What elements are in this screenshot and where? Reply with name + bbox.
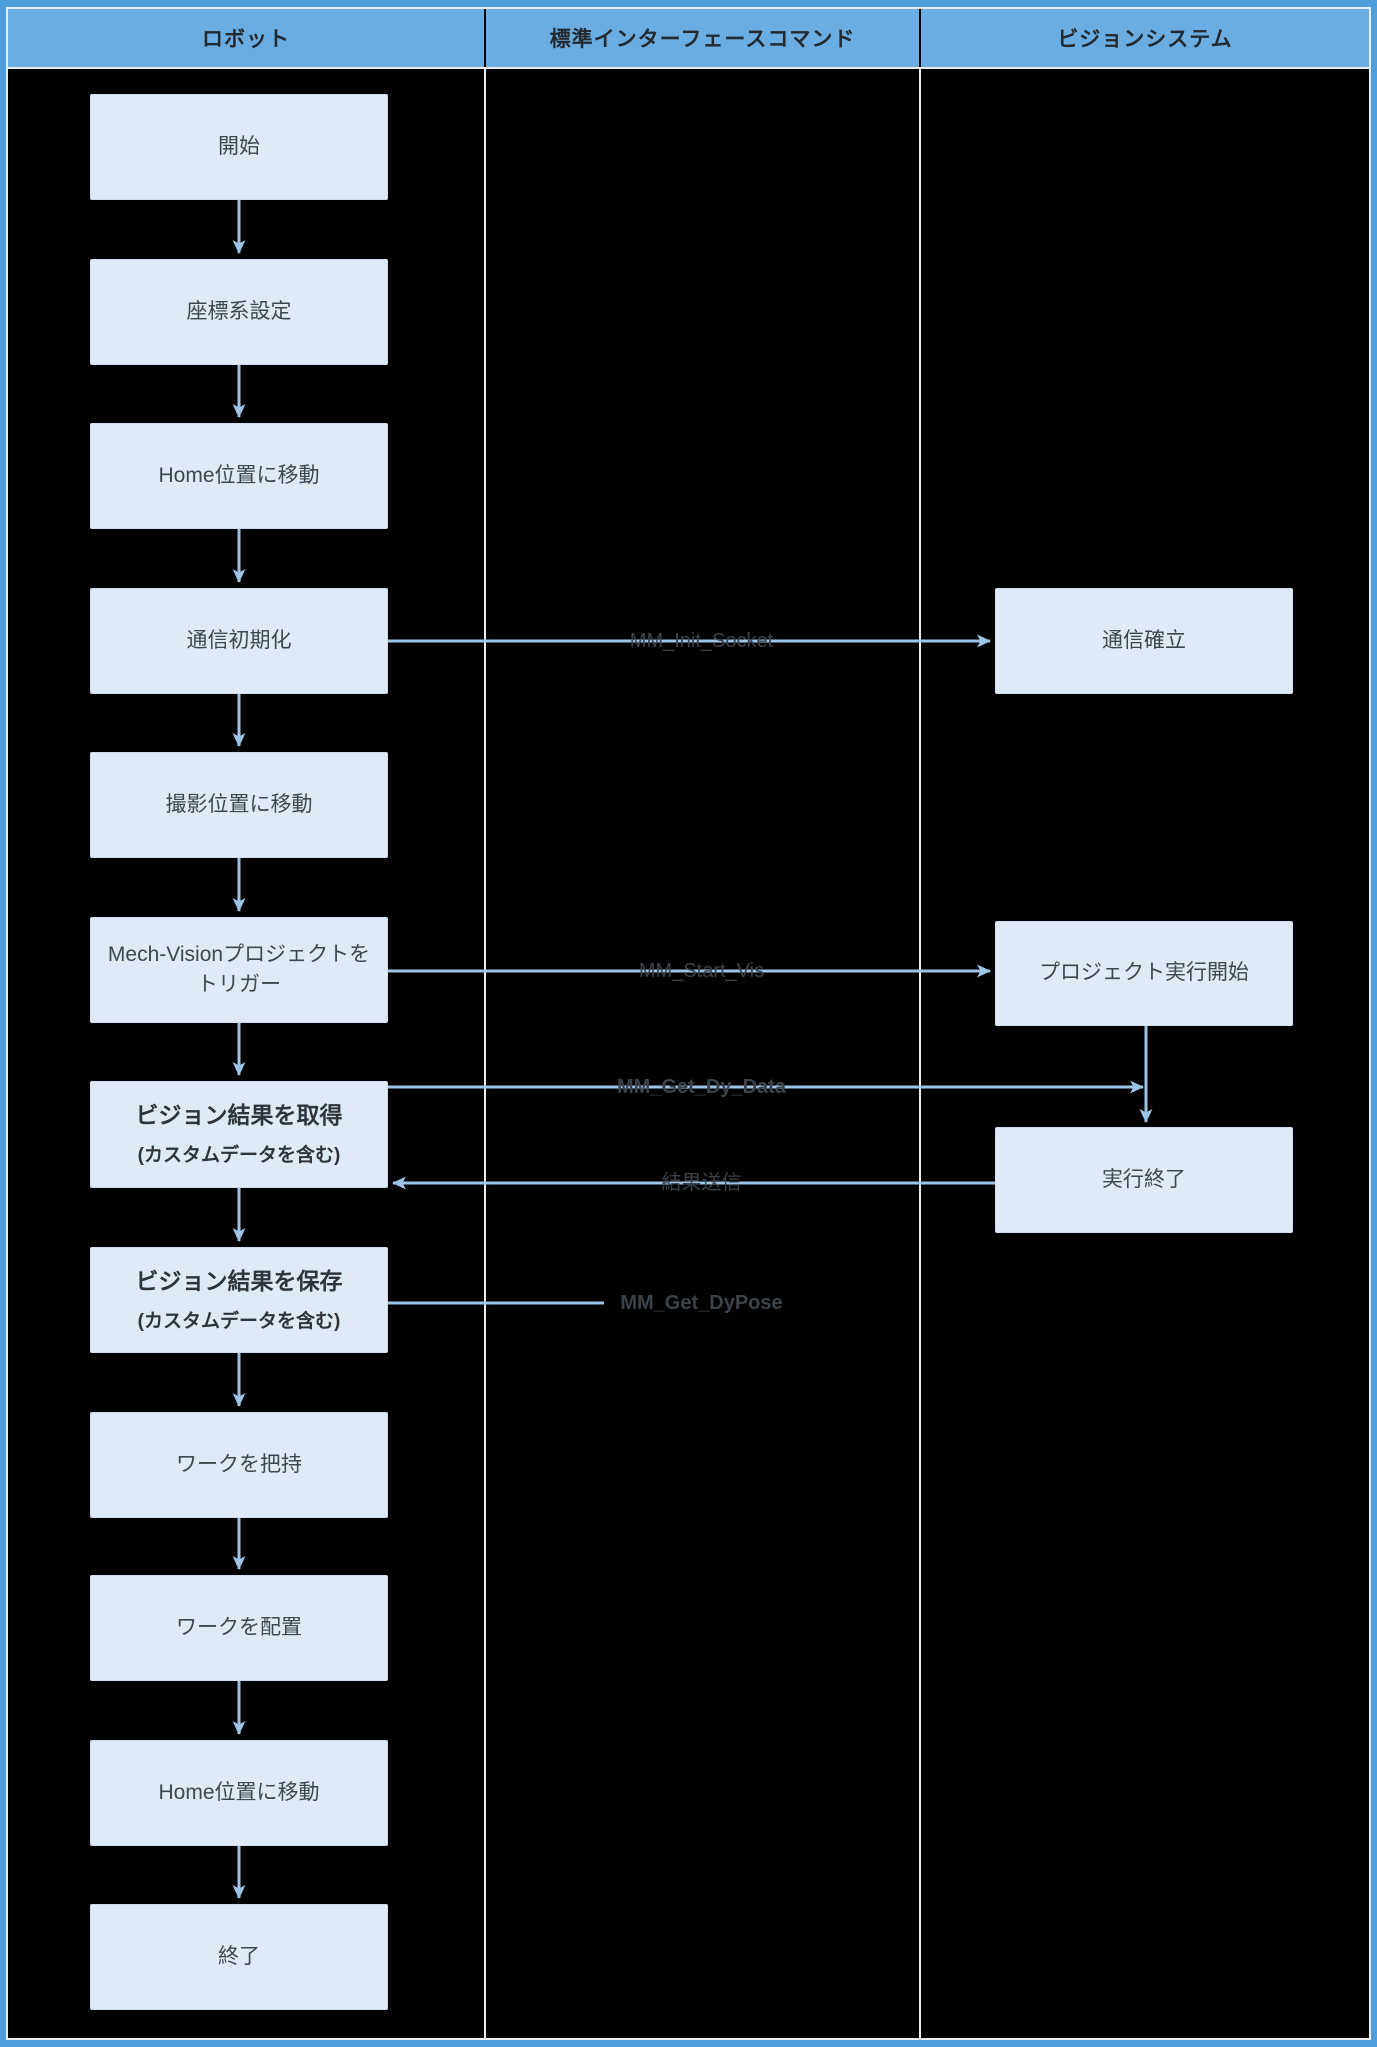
flow-step-label: 座標系設定 [186, 299, 292, 323]
flow-step-move-capture: 撮影位置に移動 [90, 752, 388, 858]
flow-step-coord-setup: 座標系設定 [90, 259, 388, 365]
flow-step-label: 通信確立 [1102, 628, 1186, 652]
flow-step-get-vision-result: ビジョン結果を取得 (カスタムデータを含む) [90, 1081, 388, 1188]
flow-step-label: 撮影位置に移動 [165, 792, 313, 816]
flow-step-grasp-workpiece: ワークを把持 [90, 1412, 388, 1518]
frame-bottom [0, 2040, 1377, 2047]
flow-step-comm-established: 通信確立 [995, 588, 1293, 694]
frame-inner-right [1369, 7, 1371, 2040]
lane-divider-2 [919, 67, 921, 2038]
flow-step-label: プロジェクト実行開始 [1039, 961, 1249, 985]
command-label-result-send: 結果送信 [661, 1172, 742, 1194]
flow-step-label: ワークを配置 [176, 1615, 302, 1639]
command-label-mm-init-socket: MM_Init_Socket [629, 630, 774, 652]
flow-step-label: ビジョン結果を保存 [135, 1267, 343, 1294]
flow-step-label: 終了 [218, 1944, 260, 1968]
frame-inner-left [6, 7, 8, 2040]
command-label-mm-get-dypose: MM_Get_DyPose [620, 1292, 783, 1314]
flow-step-label: 通信初期化 [186, 628, 292, 652]
frame-left [0, 0, 6, 2047]
frame-right [1371, 0, 1377, 2047]
flow-step-exec-finished: 実行終了 [995, 1127, 1293, 1233]
header-underline [8, 67, 1369, 69]
flow-step-project-exec-start: プロジェクト実行開始 [995, 921, 1293, 1026]
flow-step-label: ワークを把持 [176, 1452, 302, 1476]
command-label-mm-get-dy-data: MM_Get_Dy_Data [617, 1076, 786, 1098]
flow-step-label: Home位置に移動 [158, 1780, 320, 1804]
flow-step-sublabel: (カスタムデータを含む) [137, 1145, 341, 1167]
flow-step-end: 終了 [90, 1904, 388, 2010]
flow-step-label: 開始 [218, 134, 260, 158]
flow-step-save-vision-result: ビジョン結果を保存 (カスタムデータを含む) [90, 1247, 388, 1353]
lane-divider-1 [484, 67, 486, 2038]
frame-inner-bottom [6, 2038, 1371, 2040]
flow-step-comm-init: 通信初期化 [90, 588, 388, 694]
frame-inner-top [6, 7, 1371, 9]
flow-step-sublabel: (カスタムデータを含む) [137, 1310, 341, 1332]
flow-step-move-home-1: Home位置に移動 [90, 423, 388, 529]
flow-step-label: Mech-Visionプロジェクトをトリガー [107, 942, 371, 996]
header-command-lane: 標準インターフェースコマンド [486, 9, 919, 67]
header-robot-lane: ロボット [8, 9, 484, 67]
flow-step-place-workpiece: ワークを配置 [90, 1575, 388, 1681]
flow-step-label: ビジョン結果を取得 [135, 1102, 343, 1129]
header-vision-lane: ビジョンシステム [921, 9, 1369, 67]
flow-step-trigger-mech-vision: Mech-Visionプロジェクトをトリガー [90, 917, 388, 1023]
command-label-mm-start-vis: MM_Start_Vis [638, 960, 765, 982]
flow-step-start: 開始 [90, 94, 388, 200]
flow-step-label: Home位置に移動 [158, 463, 320, 487]
frame-top [0, 0, 1377, 7]
flow-step-move-home-2: Home位置に移動 [90, 1740, 388, 1846]
flow-step-label: 実行終了 [1102, 1167, 1186, 1191]
